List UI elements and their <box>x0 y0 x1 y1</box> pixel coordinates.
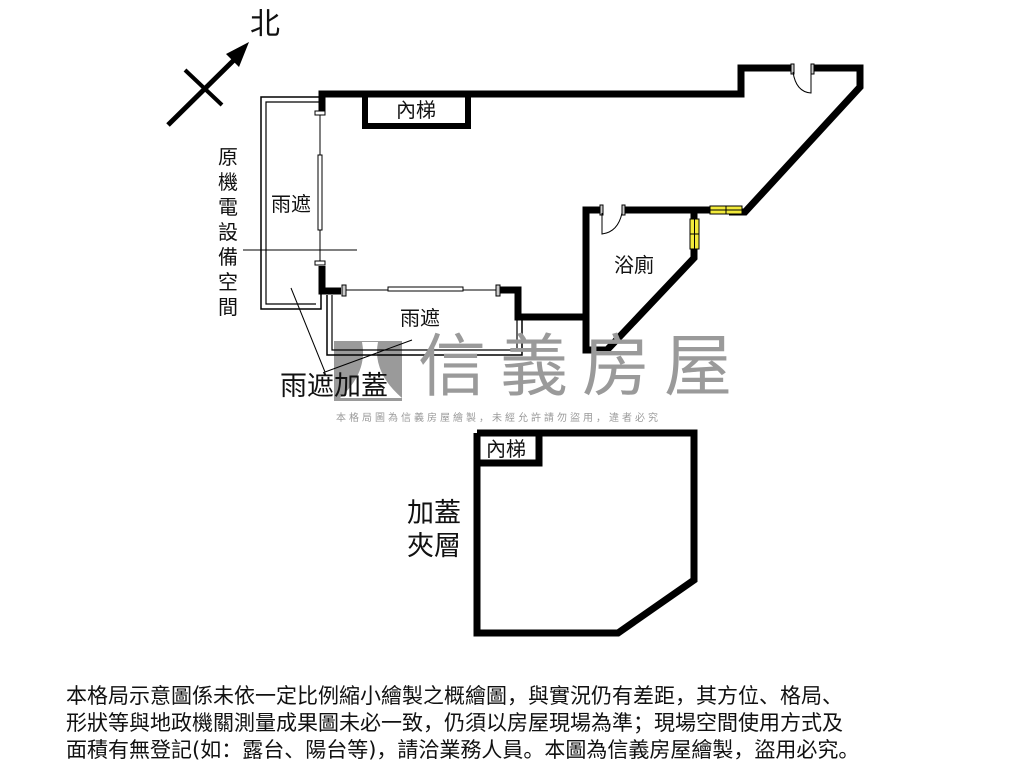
inner-stair-upper-box <box>362 91 471 129</box>
equipment-char: 備 <box>218 245 238 269</box>
disclaimer-line: 面積有無登記(如：露台、陽台等)，請洽業務人員。本圖為信義房屋繪製，盜用必究。 <box>66 738 860 762</box>
window-yellow-icon <box>689 205 743 250</box>
canopy-addition-label: 雨遮加蓋 <box>280 371 388 402</box>
left-window <box>314 110 326 266</box>
bottom-window <box>341 284 501 297</box>
equipment-char: 空 <box>218 270 238 294</box>
equipment-char: 設 <box>218 220 238 244</box>
equipment-char: 電 <box>218 195 238 219</box>
watermark-brand: 信義房屋 <box>418 328 747 407</box>
room-label-bathroom: 浴廁 <box>614 253 654 277</box>
mezzanine-label-line1: 加蓋 <box>407 498 461 529</box>
door-icon <box>599 63 815 235</box>
mezzanine-walls <box>473 429 698 637</box>
room-label-inner-stair-upper: 內梯 <box>396 98 436 122</box>
disclaimer-line: 形狀等與地政機關測量成果圖未必一致，仍須以房屋現場為準；現場空間使用方式及 <box>66 711 843 735</box>
equipment-char: 機 <box>218 170 238 194</box>
north-label: 北 <box>250 7 280 42</box>
north-arrow-icon <box>166 42 249 127</box>
room-label-inner-stair-mezzanine: 內梯 <box>486 437 526 461</box>
watermark-notice: 本格局圖為信義房屋繪製，未經允許請勿盜用，違者必究 <box>336 413 661 424</box>
disclaimer-text: 本格局示意圖係未依一定比例縮小繪製之概繪圖，與實況仍有差距，其方位、格局、 形狀… <box>66 683 966 764</box>
leader-lines <box>290 287 413 373</box>
room-label-canopy-left: 雨遮 <box>271 192 311 216</box>
equipment-char: 間 <box>218 295 238 319</box>
mezzanine-label-line2: 夾層 <box>407 531 461 562</box>
canopy-bottom-outline <box>326 295 523 356</box>
watermark-logo-icon <box>334 341 402 401</box>
disclaimer-line: 本格局示意圖係未依一定比例縮小繪製之概繪圖，與實況仍有差距，其方位、格局、 <box>66 684 843 708</box>
canopy-left-outline <box>260 96 322 310</box>
equipment-char: 原 <box>218 145 238 169</box>
room-label-canopy-bottom: 雨遮 <box>400 306 440 330</box>
equipment-space-label: 原 機 電 設 備 空 間 <box>216 145 240 320</box>
